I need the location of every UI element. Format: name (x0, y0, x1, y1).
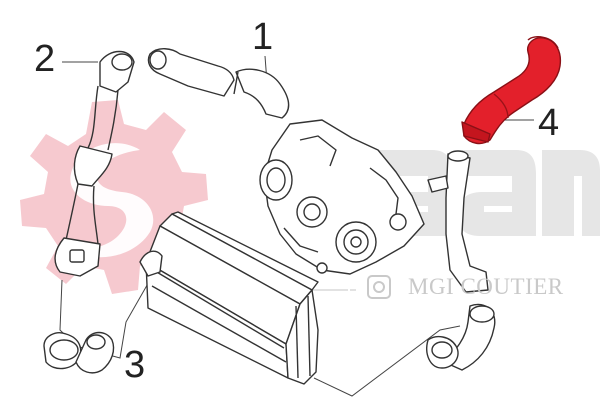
intercooler (139, 211, 319, 385)
part-3-elbows (43, 331, 115, 374)
brand-logo-icon (367, 275, 391, 299)
right-pipe (426, 150, 496, 371)
brand-text: MGI COUTIER (408, 274, 564, 299)
part-1-hose (147, 48, 290, 119)
part-4-highlighted-hose (461, 36, 562, 145)
turbocharger (259, 119, 425, 275)
wordmark-letter-m (542, 150, 600, 236)
callout-4: 4 (538, 102, 560, 144)
callout-3: 3 (124, 344, 146, 386)
callout-2: 2 (34, 38, 56, 80)
leader-line-turbo (313, 325, 461, 397)
callout-1: 1 (252, 16, 274, 58)
wordmark-letter-a2 (458, 150, 536, 236)
part-2-pipe (54, 50, 135, 277)
